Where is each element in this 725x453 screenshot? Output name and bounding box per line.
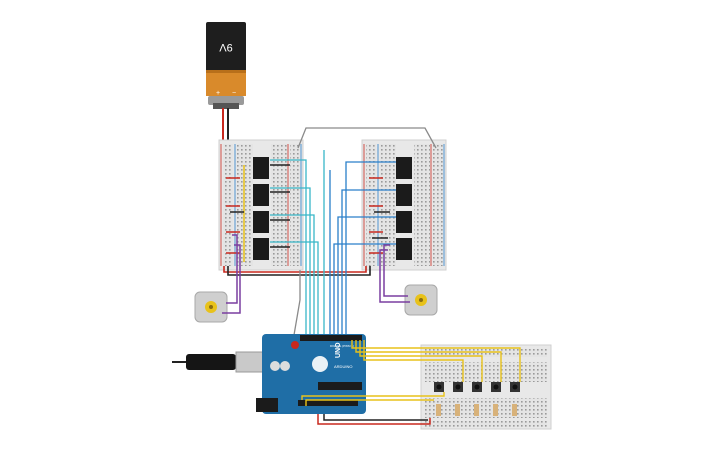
left-board-wires bbox=[226, 164, 290, 262]
right-ic-4[interactable] bbox=[396, 238, 412, 260]
left-ic-4[interactable] bbox=[253, 238, 269, 260]
resistors bbox=[436, 404, 517, 416]
push-button-3[interactable] bbox=[472, 382, 482, 392]
left-ic-1[interactable] bbox=[253, 157, 269, 179]
motor-left[interactable] bbox=[194, 291, 228, 323]
battery-9v[interactable]: 9V + − bbox=[206, 22, 246, 109]
push-button-2[interactable] bbox=[453, 382, 463, 392]
motor-right[interactable] bbox=[404, 284, 438, 316]
motor-right-wire-2[interactable] bbox=[379, 249, 410, 303]
left-ic-3[interactable] bbox=[253, 211, 269, 233]
bottom-red-bus[interactable] bbox=[223, 266, 367, 273]
usb-cable[interactable] bbox=[172, 351, 265, 373]
button-ground-wire[interactable] bbox=[317, 414, 431, 425]
battery-label: 9V bbox=[219, 41, 233, 53]
motor-left-wire-2[interactable] bbox=[222, 244, 241, 314]
gray-bridge-wire[interactable] bbox=[297, 127, 437, 149]
motor-left-wire[interactable] bbox=[226, 234, 238, 304]
battery-plus-label: + bbox=[216, 90, 220, 97]
battery-minus-label: − bbox=[232, 90, 236, 97]
push-button-5[interactable] bbox=[510, 382, 520, 392]
right-ic-1[interactable] bbox=[396, 157, 412, 179]
arduino-brand: UNO bbox=[335, 342, 342, 358]
button-power-wire[interactable] bbox=[323, 414, 428, 421]
arduino-uno[interactable]: UNO ARDUINO DIGITAL (PWM ~) bbox=[256, 334, 366, 414]
left-ic-2[interactable] bbox=[253, 184, 269, 206]
right-ic-2[interactable] bbox=[396, 184, 412, 206]
arduino-digital-label: DIGITAL (PWM ~) bbox=[330, 344, 354, 348]
bottom-black-bus[interactable] bbox=[227, 266, 371, 276]
arduino-subtitle: ARDUINO bbox=[334, 364, 352, 369]
push-button-1[interactable] bbox=[434, 382, 444, 392]
right-ic-3[interactable] bbox=[396, 211, 412, 233]
push-button-4[interactable] bbox=[491, 382, 501, 392]
right-board-wires bbox=[369, 177, 390, 254]
signal-wires[interactable] bbox=[270, 150, 396, 336]
motor-right-wire[interactable] bbox=[383, 244, 408, 297]
button-wires[interactable] bbox=[301, 340, 521, 406]
